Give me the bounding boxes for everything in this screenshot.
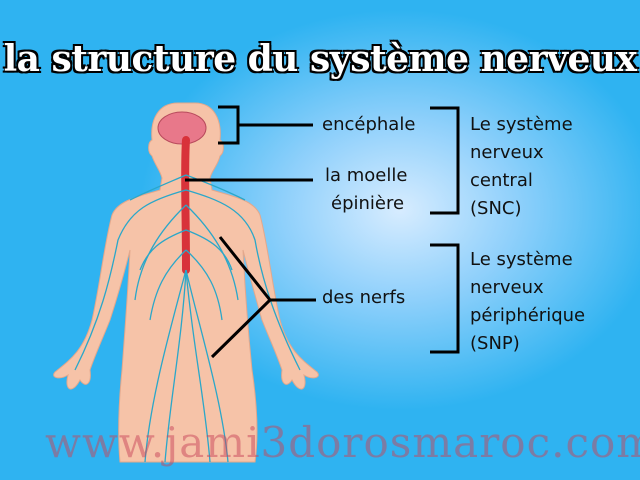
snc-line-2: nerveux	[470, 142, 544, 163]
label-encephale: encéphale	[322, 114, 416, 135]
snp-line-4: (SNP)	[470, 333, 520, 354]
snp-line-1: Le système	[470, 249, 573, 270]
snc-line-4: (SNC)	[470, 198, 522, 219]
page-title: la structure du système nerveux	[3, 37, 638, 81]
peripheral-nerves	[74, 174, 301, 463]
snp-line-3: périphérique	[470, 305, 586, 326]
snc-line-1: Le système	[470, 114, 573, 135]
label-nerfs: des nerfs	[322, 287, 406, 308]
snp-bracket	[430, 243, 460, 354]
nerves-pointer	[210, 236, 316, 359]
brain	[157, 111, 207, 145]
callout-lines	[185, 105, 460, 359]
snc-line-3: central	[470, 170, 533, 191]
watermark: www.jami3dorosmaroc.com	[45, 418, 640, 467]
snc-bracket	[430, 106, 460, 215]
snp-line-2: nerveux	[470, 277, 544, 298]
label-moelle-1: la moelle	[325, 165, 408, 186]
human-body	[53, 102, 319, 463]
label-moelle-2: épinière	[331, 193, 405, 214]
brain-bracket	[218, 105, 313, 145]
